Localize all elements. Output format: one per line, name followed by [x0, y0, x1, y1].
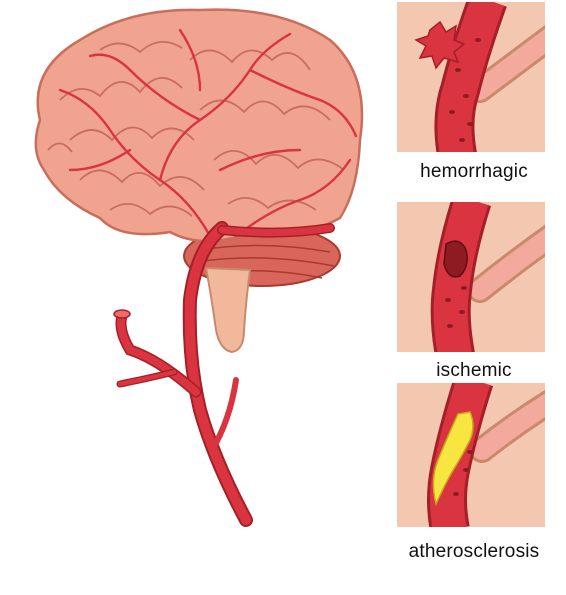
label-hemorrhagic: hemorrhagic [389, 161, 559, 183]
label-atherosclerosis: atherosclerosis [389, 541, 559, 563]
label-ischemic: ischemic [389, 360, 559, 382]
panel-ischemic [397, 200, 560, 360]
brain-illustration [36, 10, 362, 520]
brainstem [206, 268, 250, 352]
cerebrum [36, 10, 362, 242]
panel-hemorrhagic [397, 0, 560, 160]
blood-clot [444, 241, 467, 277]
panel-atherosclerosis [397, 380, 560, 530]
